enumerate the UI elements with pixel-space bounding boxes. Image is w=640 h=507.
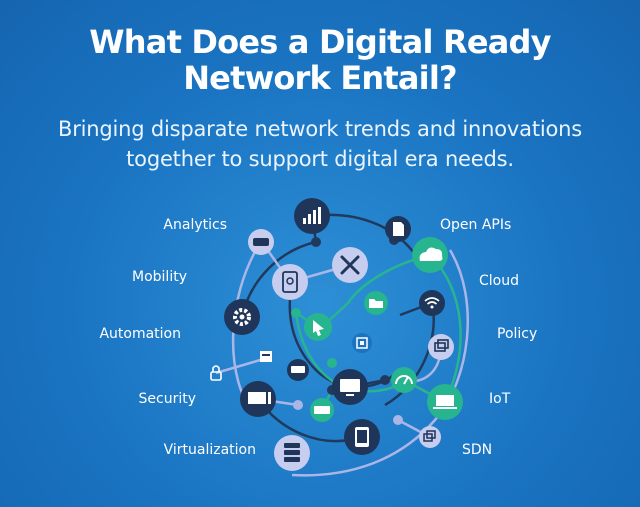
wifi-icon — [419, 290, 445, 316]
dark-inner-arc — [288, 281, 399, 389]
laptop-icon — [427, 384, 463, 420]
junction-dot — [380, 375, 390, 385]
router-icon — [248, 229, 274, 255]
folder-icon — [364, 291, 388, 315]
desktop-icon — [240, 381, 276, 417]
junction-dot — [393, 415, 403, 425]
tools-icon — [332, 247, 368, 283]
junction-dot — [291, 308, 301, 318]
label-iot: IoT — [489, 391, 511, 407]
junction-dot — [293, 400, 303, 410]
label-virtualization: Virtualization — [163, 442, 256, 458]
gauge-icon — [391, 367, 417, 393]
label-sdn: SDN — [462, 442, 493, 458]
keyboard-icon — [310, 398, 334, 422]
subtitle-line-2: together to support digital era needs. — [126, 147, 514, 171]
junction-dot — [327, 358, 337, 368]
title-line-1: What Does a Digital Ready — [89, 23, 551, 61]
cursor-icon — [304, 313, 332, 341]
label-security: Security — [138, 391, 197, 407]
chip-icon — [352, 333, 372, 353]
server-icon — [260, 351, 272, 362]
label-analytics: Analytics — [163, 217, 227, 233]
title-line-2: Network Entail? — [183, 59, 457, 97]
page-title: What Does a Digital Ready Network Entail… — [0, 24, 640, 96]
label-policy: Policy — [497, 326, 538, 342]
storage-icon — [287, 359, 309, 381]
label-cloud: Cloud — [479, 273, 519, 289]
page-subtitle: Bringing disparate network trends and in… — [0, 114, 640, 174]
icon-nodes — [210, 198, 463, 471]
windows-icon — [428, 334, 454, 360]
junction-dot — [311, 237, 321, 247]
tablet-icon — [344, 419, 380, 455]
bar-chart-icon — [294, 198, 330, 234]
label-open-apis: Open APIs — [440, 217, 512, 233]
subtitle-line-1: Bringing disparate network trends and in… — [58, 117, 582, 141]
gear-icon — [224, 299, 260, 335]
cloud-icon — [412, 237, 448, 273]
sd-card-icon — [385, 216, 411, 242]
windows-small-icon — [419, 426, 441, 448]
hard-drive-icon — [272, 264, 308, 300]
monitor-icon — [332, 369, 368, 405]
label-mobility: Mobility — [132, 269, 187, 285]
lock-icon — [210, 365, 222, 381]
outer-arc — [291, 249, 469, 477]
database-icon — [274, 435, 310, 471]
light-link-3 — [215, 356, 268, 375]
label-automation: Automation — [99, 326, 181, 342]
